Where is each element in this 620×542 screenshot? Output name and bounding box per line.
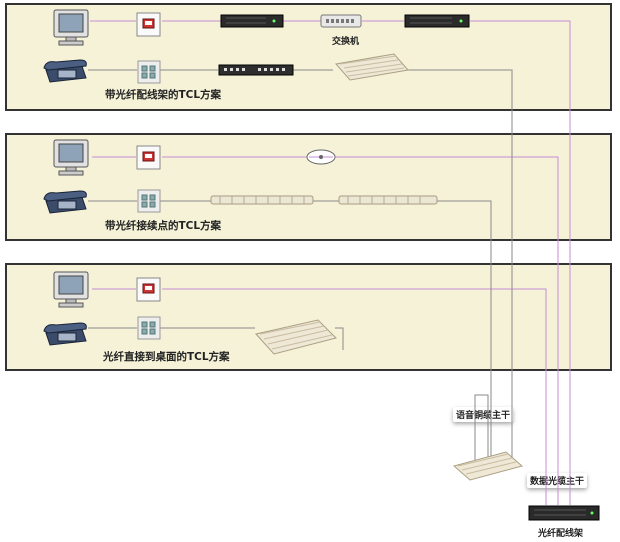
switch-label: 交换机 [332, 37, 360, 47]
panel-caption: 带光纤接续点的TCL方案 [105, 220, 222, 232]
data-backbone-label: 数据光缆主干 [527, 473, 588, 488]
rack-server-icon [404, 14, 470, 28]
fiber-distribution-frame-icon [528, 505, 600, 521]
panel-fiber-patch-frame-solution: 带光纤配线架的TCL方案 [5, 3, 612, 111]
voice-outlet-icon [137, 60, 161, 84]
rack-server-icon [220, 14, 284, 28]
patch-panel-icon [218, 64, 294, 76]
telephone-icon [43, 59, 87, 83]
computer-monitor-icon [53, 271, 89, 308]
cross-connect-block-icon [255, 319, 337, 355]
panel-caption: 带光纤配线架的TCL方案 [105, 89, 222, 101]
switch-icon [320, 14, 362, 28]
voice-backbone-label: 语音铜缆主干 [453, 407, 514, 422]
cross-connect-strip-icon [338, 195, 438, 205]
data-outlet-icon [136, 277, 161, 302]
fiber-splice-point-icon [306, 149, 336, 165]
telephone-icon [43, 190, 87, 214]
voice-outlet-icon [137, 316, 161, 340]
cross-connect-strip-icon [210, 195, 314, 205]
cross-connect-block-icon [335, 53, 409, 81]
voice-outlet-icon [137, 189, 161, 213]
computer-monitor-icon [53, 139, 89, 176]
telephone-icon [43, 322, 87, 346]
data-outlet-icon [136, 145, 161, 170]
data-outlet-icon [136, 12, 161, 37]
computer-monitor-icon [53, 9, 89, 46]
main-cross-connect-icon [452, 451, 524, 481]
fiber-frame-label: 光纤配线架 [538, 529, 584, 539]
panel-caption: 光纤直接到桌面的TCL方案 [103, 351, 230, 363]
